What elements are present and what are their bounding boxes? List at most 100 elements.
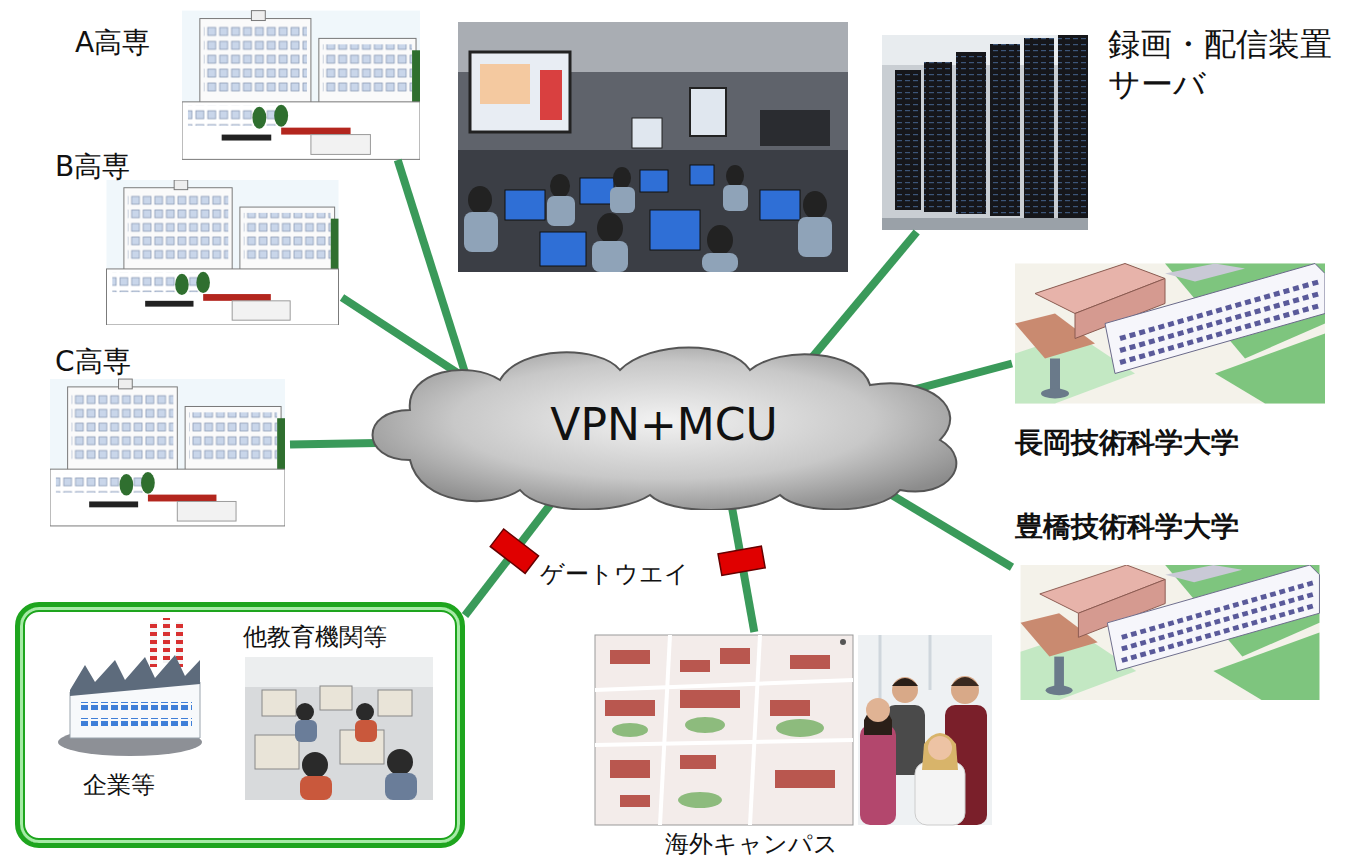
overseas-campus-map-part	[750, 635, 760, 825]
overseas-campus-map-part	[620, 795, 650, 807]
node-label: A高専	[75, 26, 150, 60]
classroom-photo-part	[707, 225, 733, 255]
classroom-photo-part	[464, 212, 498, 252]
classroom-photo-part	[458, 22, 848, 272]
network-link	[342, 298, 465, 378]
server-racks-photo-part	[956, 52, 986, 214]
server-racks-photo-part	[895, 70, 921, 210]
education-photo-part	[245, 657, 433, 687]
classroom-photo-part	[726, 165, 744, 187]
students-photo-part	[860, 725, 896, 825]
overseas-campus-map-part	[720, 648, 750, 664]
site-box: C高専	[50, 345, 290, 535]
overseas-campus-map-part	[776, 719, 824, 737]
node-label: 長岡技術科学大学	[1015, 426, 1239, 460]
classroom-photo-part	[610, 187, 635, 213]
classroom-photo-part	[458, 150, 848, 272]
education-photo-part	[356, 703, 374, 721]
classroom-photo-part	[760, 190, 800, 220]
network-link	[804, 232, 917, 367]
classroom-photo-part	[702, 253, 738, 272]
site-box: 録画・配信装置 サーバ	[880, 22, 1348, 232]
partner-group: 他教育機関等企業等	[15, 602, 465, 848]
overseas-campus-map-part	[612, 723, 648, 737]
classroom-photo-part	[592, 241, 628, 272]
classroom-photo-part	[803, 191, 827, 219]
education-photo-part	[302, 752, 328, 778]
gateway-box	[490, 529, 538, 573]
overseas-campus-map-part	[685, 717, 725, 733]
overseas-campus-map-part	[775, 770, 835, 788]
server-racks-photo	[882, 35, 1088, 230]
overseas-campus-map-part	[595, 740, 853, 745]
students-photo-part	[928, 736, 952, 760]
overseas-campus-map-part	[610, 650, 650, 664]
node-label: 企業等	[83, 771, 155, 800]
school-building-part	[182, 11, 420, 160]
factory-icon-part	[80, 702, 192, 710]
classroom-photo-part	[690, 165, 714, 185]
server-racks-photo-part	[956, 52, 986, 214]
site-box: 豊橋技術科学大学	[1012, 508, 1328, 702]
server-racks-photo-part	[1058, 35, 1088, 220]
node-label: 豊橋技術科学大学	[1015, 510, 1239, 544]
education-photo-part	[245, 657, 433, 800]
classroom-photo-part	[540, 232, 586, 266]
server-racks-photo-part	[1024, 38, 1054, 218]
network-link	[908, 364, 1013, 392]
server-racks-photo-part	[924, 62, 952, 212]
overseas-campus-map-part	[660, 635, 670, 825]
classroom-photo-part	[580, 178, 614, 204]
site-box: 海外キャンパス	[592, 632, 992, 866]
education-photo-part	[387, 749, 413, 775]
server-racks-photo-part	[924, 62, 952, 212]
factory-icon-part	[150, 622, 157, 667]
overseas-campus-map-part	[790, 655, 830, 669]
students-photo-part	[915, 762, 965, 825]
overseas-campus-map-part	[678, 792, 722, 808]
students-photo	[858, 635, 992, 825]
education-photo-part	[255, 735, 299, 769]
education-photo-part	[355, 720, 377, 742]
overseas-campus-map-part	[840, 639, 846, 645]
overseas-campus-map-part	[595, 635, 853, 825]
education-photo-part	[378, 690, 412, 716]
education-photo-part	[385, 773, 417, 800]
education-photo-part	[300, 776, 332, 800]
classroom-photo-part	[505, 190, 545, 220]
classroom-photo-part	[613, 167, 631, 189]
classroom-photo-part	[547, 196, 575, 226]
school-building-part	[107, 180, 339, 325]
classroom-photo-part	[468, 186, 492, 214]
education-photo-part	[296, 703, 314, 721]
classroom-photo-part	[632, 118, 662, 148]
factory-icon	[58, 618, 202, 756]
overseas-campus-map-part	[610, 760, 650, 778]
network-cloud: VPN+MCU	[350, 340, 978, 510]
education-photo-part	[262, 690, 296, 716]
education-photo-part	[320, 686, 352, 710]
university-campus-part	[1015, 264, 1325, 404]
server-racks-photo-part	[882, 35, 1088, 230]
site-box: 長岡技術科学大学	[1012, 260, 1328, 465]
overseas-campus-map-part	[680, 690, 740, 708]
students-photo-part	[951, 676, 979, 704]
site-box: B高専	[52, 150, 342, 328]
classroom-photo-part	[723, 185, 748, 211]
server-racks-photo-part	[882, 218, 1088, 230]
classroom-photo-part	[650, 210, 700, 250]
classroom-photo-part	[480, 64, 530, 104]
students-photo-part	[922, 733, 958, 770]
classroom-photo-part	[760, 110, 830, 146]
overseas-campus-map-part	[605, 700, 655, 716]
students-photo-part	[892, 677, 918, 703]
server-racks-photo-part	[895, 70, 921, 210]
node-label: 海外キャンパス	[665, 830, 838, 859]
classroom-photo-part	[470, 52, 570, 132]
students-photo-part	[929, 635, 932, 690]
factory-icon-part	[80, 718, 192, 726]
students-photo-part	[879, 635, 882, 700]
factory-icon-part	[163, 618, 170, 663]
classroom-photo-part	[597, 213, 623, 243]
